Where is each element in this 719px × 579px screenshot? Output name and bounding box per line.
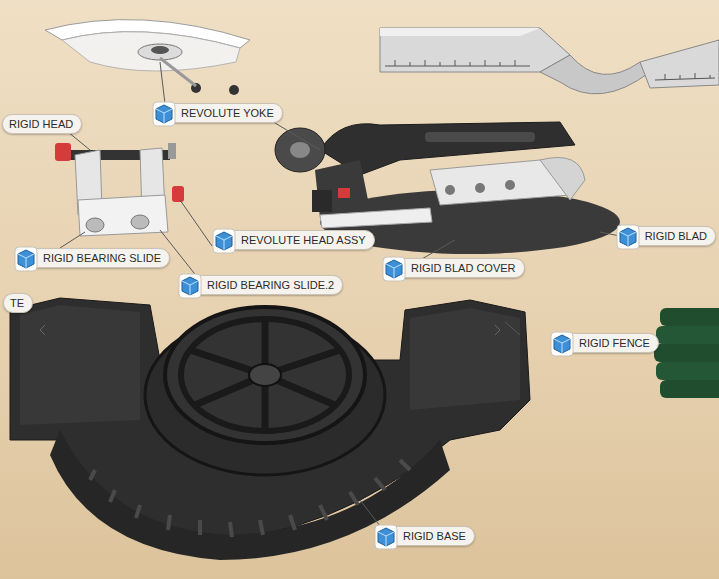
label-text: RIGID BEARING SLIDE.2 (207, 279, 334, 291)
label-text: RIGID FENCE (579, 337, 650, 349)
label-text: RIGID BLAD (645, 230, 707, 242)
joint-icon (374, 524, 398, 550)
joint-label: REVOLUTE HEAD ASSY (220, 230, 375, 250)
joint-label: RIGID FENCE (558, 333, 659, 353)
joint-label: TE (3, 293, 33, 313)
joint-icon (616, 224, 640, 250)
joint-label: RIGID HEAD (2, 114, 82, 134)
joint-label: RIGID BEARING SLIDE (22, 248, 170, 268)
fence-rails (380, 28, 719, 94)
label-text: RIGID BASE (403, 530, 466, 542)
joint-icon (550, 331, 574, 357)
joint-label: RIGID BLAD (624, 226, 716, 246)
label-text: REVOLUTE YOKE (181, 107, 274, 119)
green-parts (654, 308, 719, 398)
label-text: TE (10, 297, 24, 309)
joint-icon (382, 256, 406, 282)
joint-label: RIGID BASE (382, 526, 475, 546)
yoke-bracket (55, 143, 184, 236)
joint-label: REVOLUTE YOKE (160, 103, 283, 123)
joint-icon (178, 273, 202, 299)
joint-icon (14, 246, 38, 272)
joint-label: RIGID BLAD COVER (390, 258, 525, 278)
label-text: RIGID BLAD COVER (411, 262, 516, 274)
blade-guard (45, 20, 250, 95)
saw-base (10, 298, 530, 560)
label-text: REVOLUTE HEAD ASSY (241, 234, 366, 246)
joint-icon (212, 228, 236, 254)
label-text: RIGID HEAD (9, 118, 73, 130)
joint-icon (152, 101, 176, 127)
joint-label: RIGID BEARING SLIDE.2 (186, 275, 343, 295)
label-text: RIGID BEARING SLIDE (43, 252, 161, 264)
leader-lines (60, 62, 620, 526)
